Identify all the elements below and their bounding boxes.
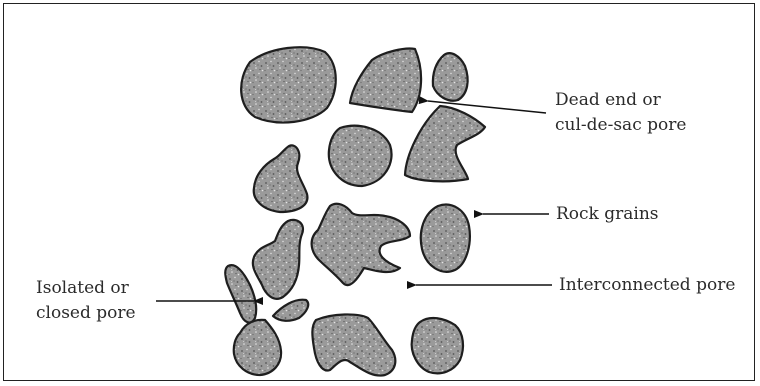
rock-grain [225, 265, 256, 322]
dead-end-label-line1: Dead end or [555, 88, 686, 113]
rock-grain [433, 53, 468, 100]
rock-grain [329, 126, 392, 186]
rock-grain [253, 220, 303, 299]
rock-grain [421, 205, 470, 272]
rock-grain [405, 106, 485, 181]
rock-grain [254, 145, 308, 212]
rock-grain [412, 318, 463, 373]
dead-end-label-line2: cul-de-sac pore [555, 113, 686, 138]
rock-grains-label: Rock grains [556, 202, 659, 227]
rock-grain [241, 47, 336, 122]
interconnected-pore-label: Interconnected pore [559, 273, 735, 298]
isolated-label-line2: closed pore [36, 301, 136, 326]
dead-end-label: Dead end or cul-de-sac pore [555, 88, 686, 138]
isolated-label-line1: Isolated or [36, 276, 136, 301]
rock-grain [234, 320, 281, 375]
rock-grain [273, 300, 308, 321]
rock-grain [350, 49, 421, 112]
rock-grain [312, 204, 410, 285]
isolated-pore-label: Isolated or closed pore [36, 276, 136, 326]
rock-grain [312, 314, 395, 375]
